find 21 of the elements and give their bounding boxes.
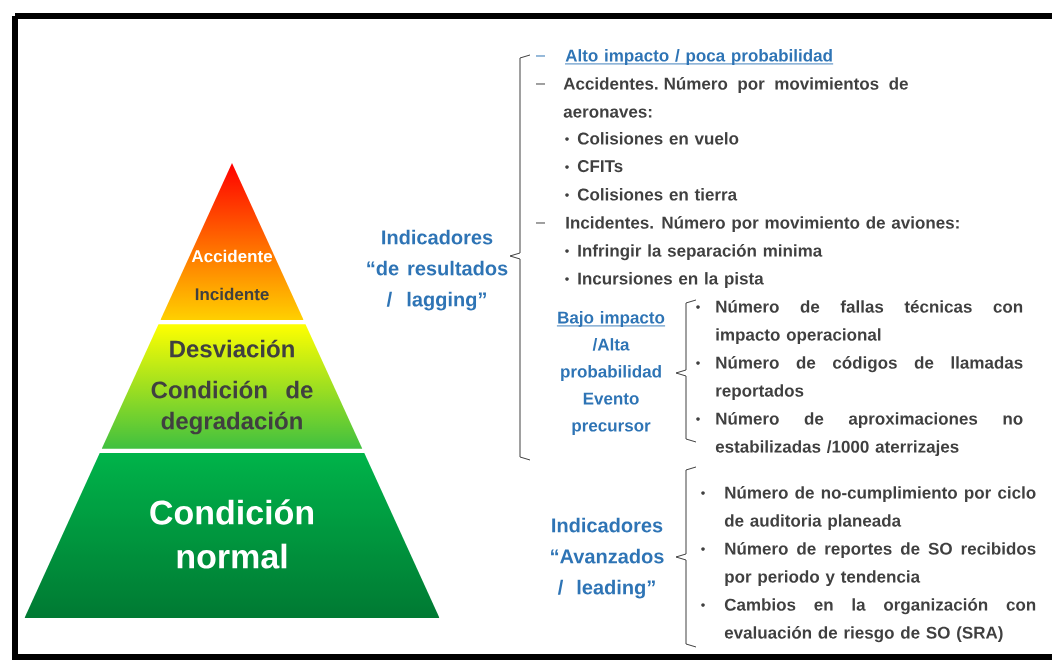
list-item: Número de aproximaciones no estabilizadas /1000 aterrizajes: [715, 412, 1023, 457]
list-item: Número de fallas técnicas con impacto operacional: [716, 300, 1023, 345]
list-item: Número de códigos de llamadas reportados: [716, 356, 1023, 401]
pyramid-level: Desviación Condición de degradación: [151, 339, 313, 435]
list-item: CFITs: [577, 160, 623, 173]
list-item: Cambios en la organización con evaluación de riesgo de SO (SRA): [724, 598, 1036, 643]
list-item: Colisiones en vuelo: [577, 132, 739, 145]
category-label: Bajo impacto: [556, 311, 666, 327]
list-item: Incursiones en la pista: [578, 272, 764, 288]
list-item: Colisiones en tierra: [577, 188, 738, 201]
list-item: Accidentes. Número por movimientos de aeronaves:: [563, 77, 908, 118]
list-item: Número de reportes de SO recibidos por periodo y tendencia: [725, 542, 1036, 587]
list-item: Número de no-cumplimiento por ciclo de auditoria planeada: [724, 486, 1036, 531]
pyramid-level: Accidente Incidente: [191, 249, 273, 301]
list-item: Incidentes. Número por movimiento de aviones:: [566, 216, 959, 233]
category-label: /Alta probabilidad Evento precursor: [561, 338, 661, 435]
list-heading: Alto impacto / poca probabilidad: [564, 49, 834, 65]
list-item: Infringir la separación minima: [578, 244, 823, 261]
indicator-heading: Indicadores “Avanzados / leading”: [551, 517, 664, 599]
pyramid-level: Condición normal: [150, 499, 313, 569]
indicator-heading: Indicadores “de resultados / lagging”: [367, 229, 508, 311]
